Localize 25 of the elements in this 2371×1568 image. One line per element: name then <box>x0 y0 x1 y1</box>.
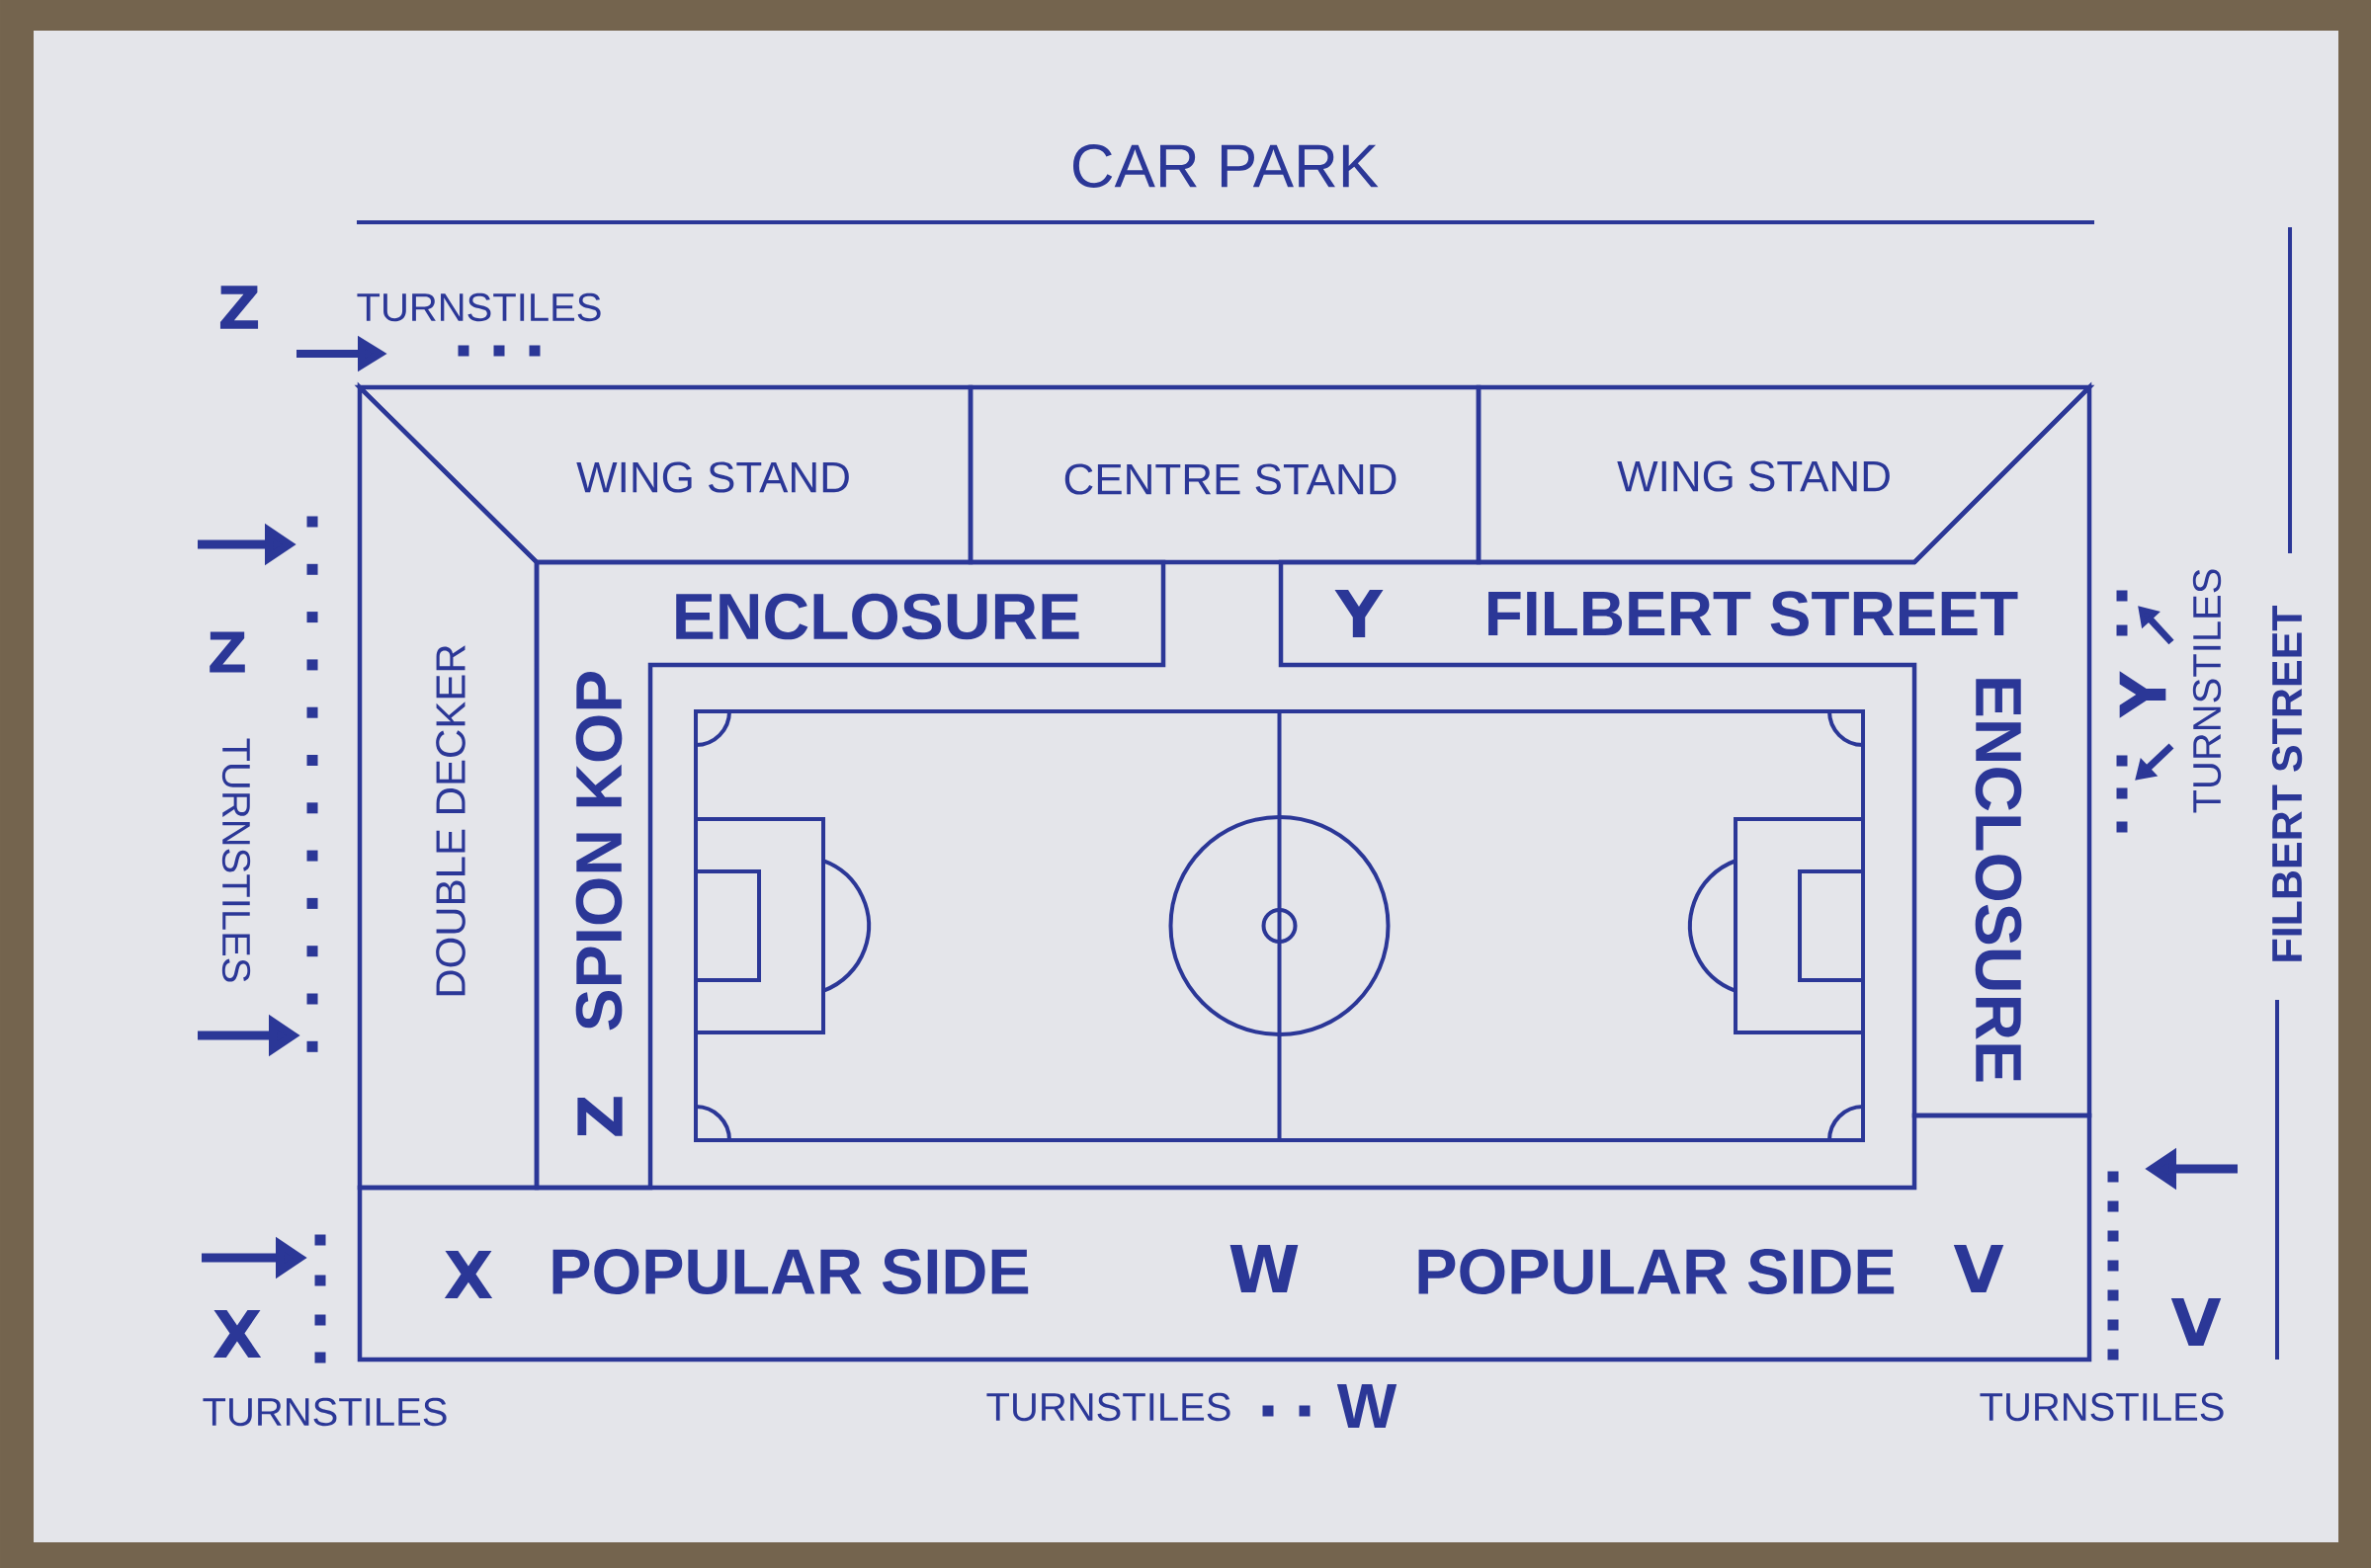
stand-name: POPULAR SIDE <box>552 1249 1029 1294</box>
turnstile-label: TURNSTILES <box>1980 1392 2224 1422</box>
gate-letter: W <box>1229 1244 1299 1293</box>
gate-letter: X <box>444 1250 493 1299</box>
stand-name: SPION KOP <box>575 671 623 1031</box>
gate-letter: V <box>1953 1244 2004 1293</box>
stand-name: POPULAR SIDE <box>1418 1249 1895 1294</box>
turnstile-label: TURNSTILES <box>203 1397 447 1427</box>
gate-letter: V <box>2170 1297 2222 1347</box>
turnstile-label: TURNSTILES <box>221 738 251 982</box>
gate-letter: Z <box>219 286 259 329</box>
gate-letter: Y <box>2119 671 2166 718</box>
gate-letter: Y <box>1334 589 1384 638</box>
turnstile-label: TURNSTILES <box>357 292 601 322</box>
gate-letter: X <box>212 1309 262 1359</box>
gate-letter: Z <box>210 631 245 673</box>
stand-name: ENCLOSURE <box>1975 679 2022 1082</box>
stand-name: ENCLOSURE <box>676 593 1079 640</box>
stand-name: FILBERT STREET <box>1488 591 2018 636</box>
stand-section: WING STAND <box>1476 384 2095 565</box>
turnstile-label: TURNSTILES <box>2192 569 2222 813</box>
street-name: FILBERT STREET <box>2271 605 2303 961</box>
gate-letter: Z <box>577 1097 623 1136</box>
stand-section: CENTRE STAND <box>968 384 1482 565</box>
area-label: CAR PARK <box>1073 144 1379 188</box>
